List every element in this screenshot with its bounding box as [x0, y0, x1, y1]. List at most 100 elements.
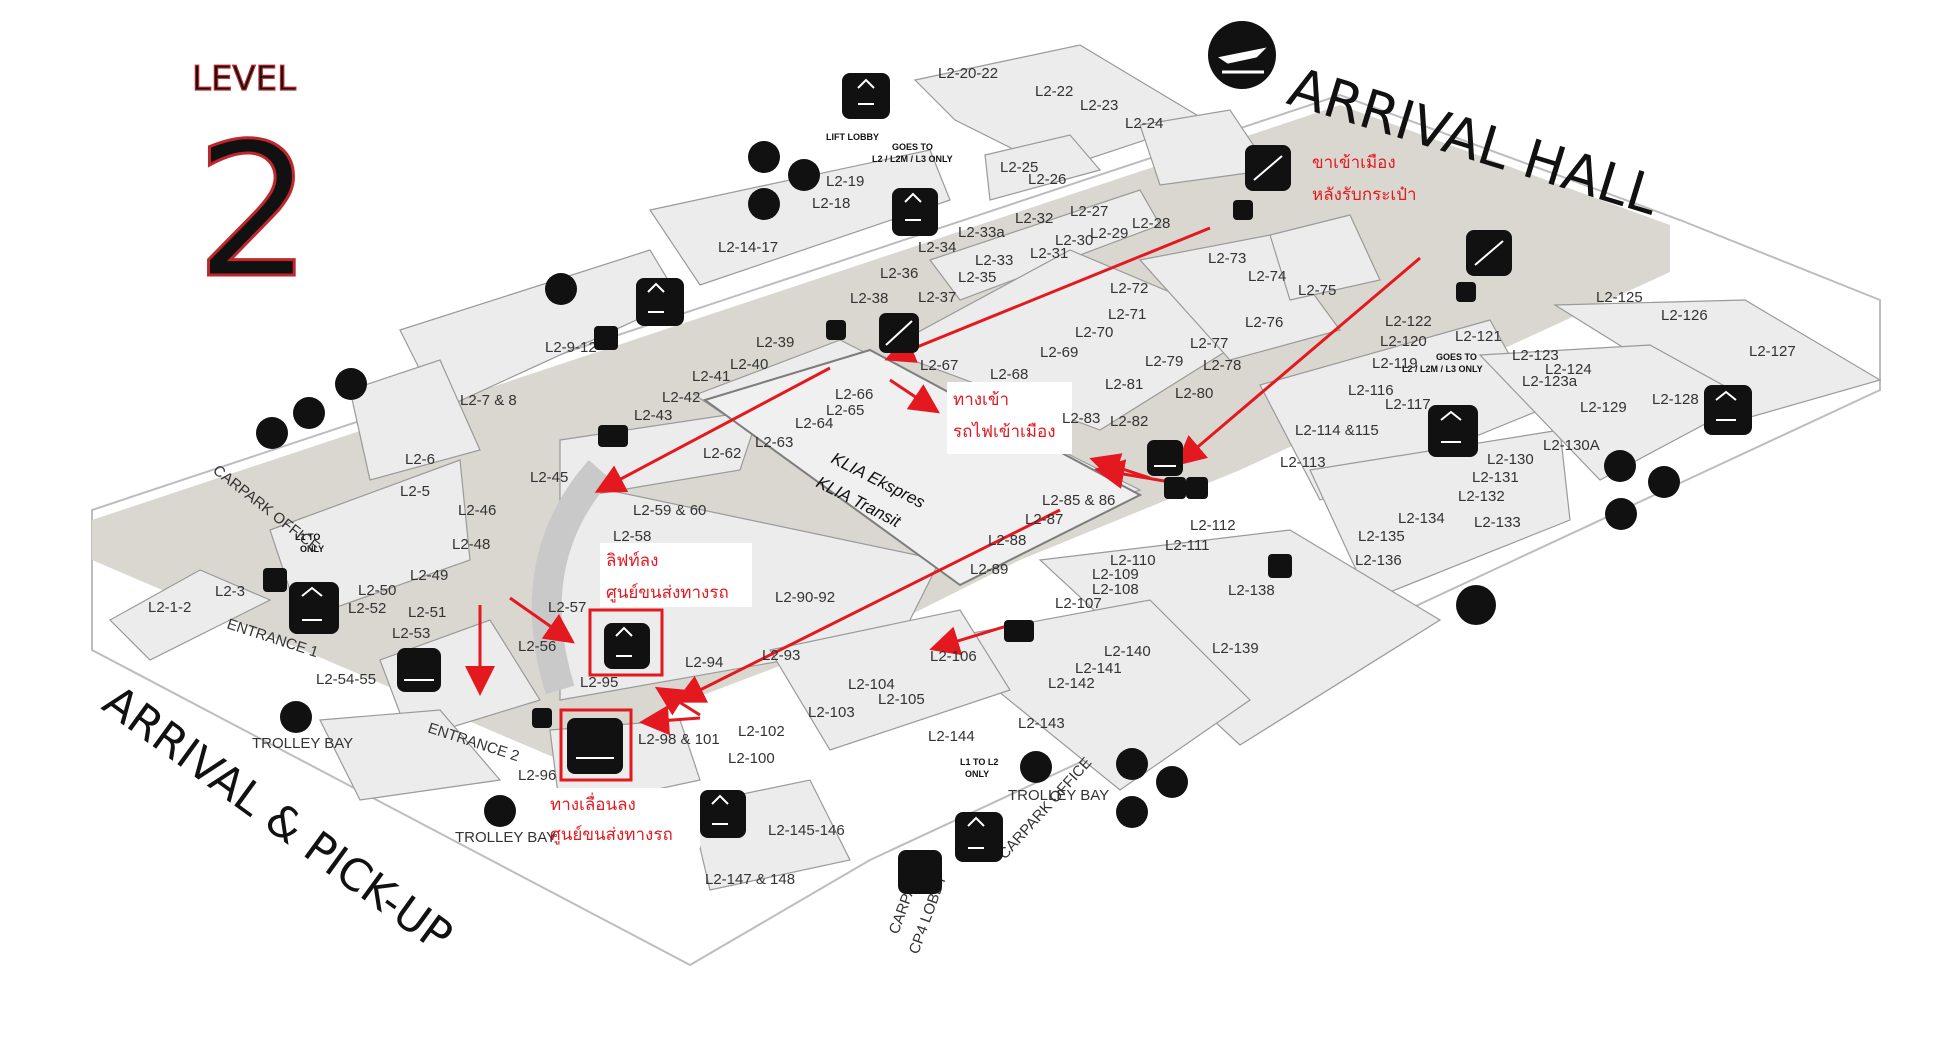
toilet-icon [748, 188, 780, 220]
unit-label: L2-67 [920, 357, 958, 374]
kiosk-k-icon [1186, 477, 1208, 499]
unit-label: L2-94 [685, 654, 723, 671]
goes-to-label: GOES TO [892, 142, 933, 152]
unit-label: L2-89 [970, 561, 1008, 578]
unit-label: L2-28 [1132, 215, 1170, 232]
kiosk-k-icon [1233, 200, 1253, 220]
unit-label: L2-76 [1245, 314, 1283, 331]
svg-text:ศูนย์ขนส่งทางรถ: ศูนย์ขนส่งทางรถ [550, 825, 673, 845]
kiosk-k-icon [1456, 282, 1476, 302]
lift-icon [604, 623, 650, 669]
annotation-city-entry: ขาเข้าเมือง หลังรับกระเป๋า [1312, 153, 1417, 205]
unit-label: L2-33 [975, 252, 1013, 269]
toilet-icon [293, 397, 325, 429]
unit-label: L2-131 [1472, 469, 1519, 486]
unit-label: L2-80 [1175, 385, 1213, 402]
unit-label: L2-69 [1040, 344, 1078, 361]
unit-label: L2-53 [392, 625, 430, 642]
prayer-room-icon [545, 273, 577, 305]
unit-label: L2-117 [1385, 396, 1431, 413]
unit-label: L2-20-22 [938, 65, 998, 82]
toilet-icon [1116, 796, 1148, 828]
unit-label: L2-143 [1018, 715, 1065, 732]
lift-icon [1428, 405, 1478, 457]
l1-to-l2-label: L1 TO L2 [960, 757, 998, 767]
unit-label: L2-35 [958, 269, 996, 286]
svg-text:ทางเลื่อนลง: ทางเลื่อนลง [550, 792, 636, 815]
unit-label: L2-74 [1248, 268, 1286, 285]
unit-label: L2-127 [1749, 343, 1796, 360]
unit-label: L2-108 [1092, 581, 1139, 598]
unit-label: L2-48 [452, 536, 490, 553]
unit-label: L2-71 [1108, 306, 1146, 323]
unit-label: L2-145-146 [768, 822, 845, 839]
atm-icon [1268, 554, 1292, 578]
lift-icon [1704, 385, 1752, 435]
only-label: ONLY [300, 544, 324, 554]
unit-label: L2-123a [1522, 373, 1578, 390]
unit-label: L2-18 [812, 195, 850, 212]
travelator-icon [1147, 440, 1183, 476]
wheelchair-icon [748, 141, 780, 173]
unit-label: L2-34 [918, 239, 956, 256]
unit-label: L2-45 [530, 469, 568, 486]
travelator-icon [567, 718, 623, 774]
only-label-2: ONLY [965, 769, 989, 779]
unit-label: L2-135 [1358, 528, 1405, 545]
walkway-highlight [559, 708, 633, 782]
lift-icon [955, 812, 1003, 862]
unit-label: L2-79 [1145, 353, 1183, 370]
unit-label: L2-95 [580, 674, 618, 691]
kiosk-k-icon [532, 708, 552, 728]
unit-label: L2-81 [1105, 376, 1143, 393]
goes-to-label-2: GOES TO [1436, 352, 1477, 362]
unit-label: L2-133 [1474, 514, 1521, 531]
unit-label: L2-23 [1080, 97, 1118, 114]
unit-label: L2-104 [848, 676, 895, 693]
unit-label: L2-128 [1652, 391, 1699, 408]
level-number: 2 [195, 103, 313, 319]
unit-label: L2-5 [400, 483, 430, 500]
unit-label: L2-51 [408, 604, 446, 621]
unit-label: L2-93 [762, 647, 800, 664]
unit-label: L2-96 [518, 767, 556, 784]
wheelchair-icon [1604, 450, 1636, 482]
unit-label: L2-38 [850, 290, 888, 307]
baby-care-icon [788, 159, 820, 191]
unit-label: L2-147 & 148 [705, 871, 795, 888]
level-word: LEVEL [192, 59, 296, 99]
svg-text:ลิฟท์ลง: ลิฟท์ลง [606, 551, 658, 571]
svg-text:รถไฟเข้าเมือง: รถไฟเข้าเมือง [953, 421, 1056, 442]
unit-labels: L2-20-22L2-22L2-23L2-24L2-25L2-26L2-27L2… [148, 65, 1796, 888]
trolley-icon [280, 701, 312, 733]
unit-label: L2-66 [835, 386, 873, 403]
unit-label: L2-124 [1545, 361, 1592, 378]
unit-label: L2-54-55 [316, 671, 376, 688]
unit-label: L2-43 [634, 407, 672, 424]
unit-label: L2-134 [1398, 510, 1445, 527]
atm-icon [263, 568, 287, 592]
unit-label: L2-64 [795, 415, 833, 432]
unit-label: L2-87 [1025, 511, 1063, 528]
surau-crescent-icon [1456, 585, 1496, 625]
unit-label: L2-3 [215, 583, 245, 600]
unit-label: L2-1-2 [148, 599, 191, 616]
svg-text:ขาเข้าเมือง: ขาเข้าเมือง [1312, 153, 1396, 173]
wheelchair-icon [1116, 748, 1148, 780]
lift-icon [892, 188, 938, 236]
unit-label: L2-9-12 [545, 339, 597, 356]
unit-label: L2-129 [1580, 399, 1627, 416]
ticket-machine-icon [1004, 620, 1034, 642]
unit-label: L2-70 [1075, 324, 1113, 341]
svg-text:ศูนย์ขนส่งทางรถ: ศูนย์ขนส่งทางรถ [606, 583, 729, 603]
lift-icon [289, 582, 339, 634]
ticket-machine-icon [598, 425, 628, 447]
unit-label: L2-6 [405, 451, 435, 468]
unit-label: L2-26 [1028, 171, 1066, 188]
carpark-lobby-icon [898, 850, 942, 894]
unit-label: L2-58 [613, 528, 651, 545]
travelator-icon [397, 648, 441, 692]
annotation-train-entry: ทางเข้า รถไฟเข้าเมือง [947, 382, 1072, 454]
unit-label: L2-30 [1055, 232, 1093, 249]
unit-label: L2-106 [930, 648, 977, 665]
